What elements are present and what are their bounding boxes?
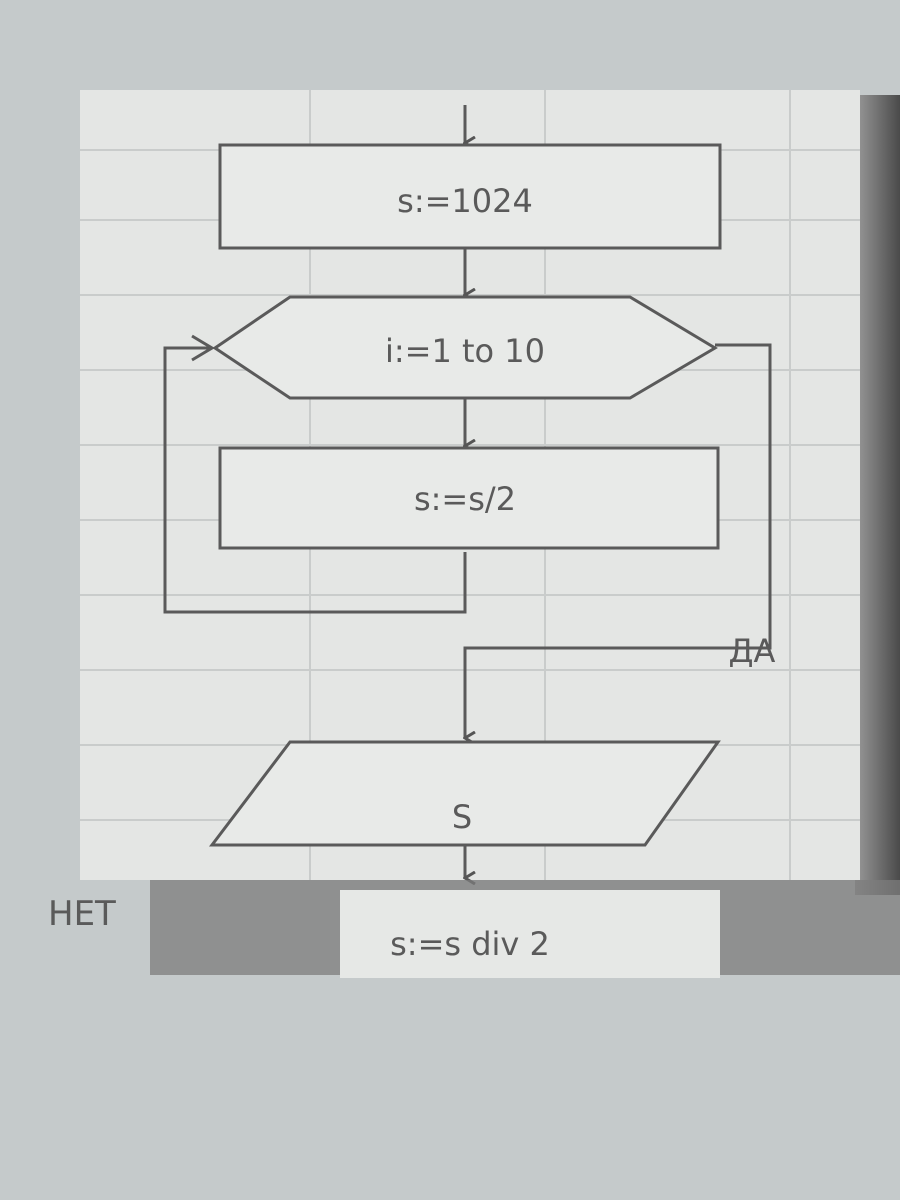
no-label: НЕТ <box>48 894 116 934</box>
loop-back-arrowhead <box>191 334 215 362</box>
extra-block <box>340 890 720 978</box>
loop-exit-line <box>465 343 772 738</box>
loop-text: i:=1 to 10 <box>385 332 545 370</box>
output-text: S <box>452 798 472 836</box>
yes-label: ДА <box>729 632 776 670</box>
sheet-shadow <box>855 95 900 895</box>
loop-back-line <box>163 346 467 614</box>
init-block <box>218 143 722 250</box>
init-text: s:=1024 <box>397 182 533 220</box>
body-text: s:=s/2 <box>414 480 516 518</box>
output-block <box>208 740 721 847</box>
body-block <box>218 446 720 550</box>
loop-block <box>212 295 718 400</box>
extra-block-text: s:=s div 2 <box>390 925 550 963</box>
